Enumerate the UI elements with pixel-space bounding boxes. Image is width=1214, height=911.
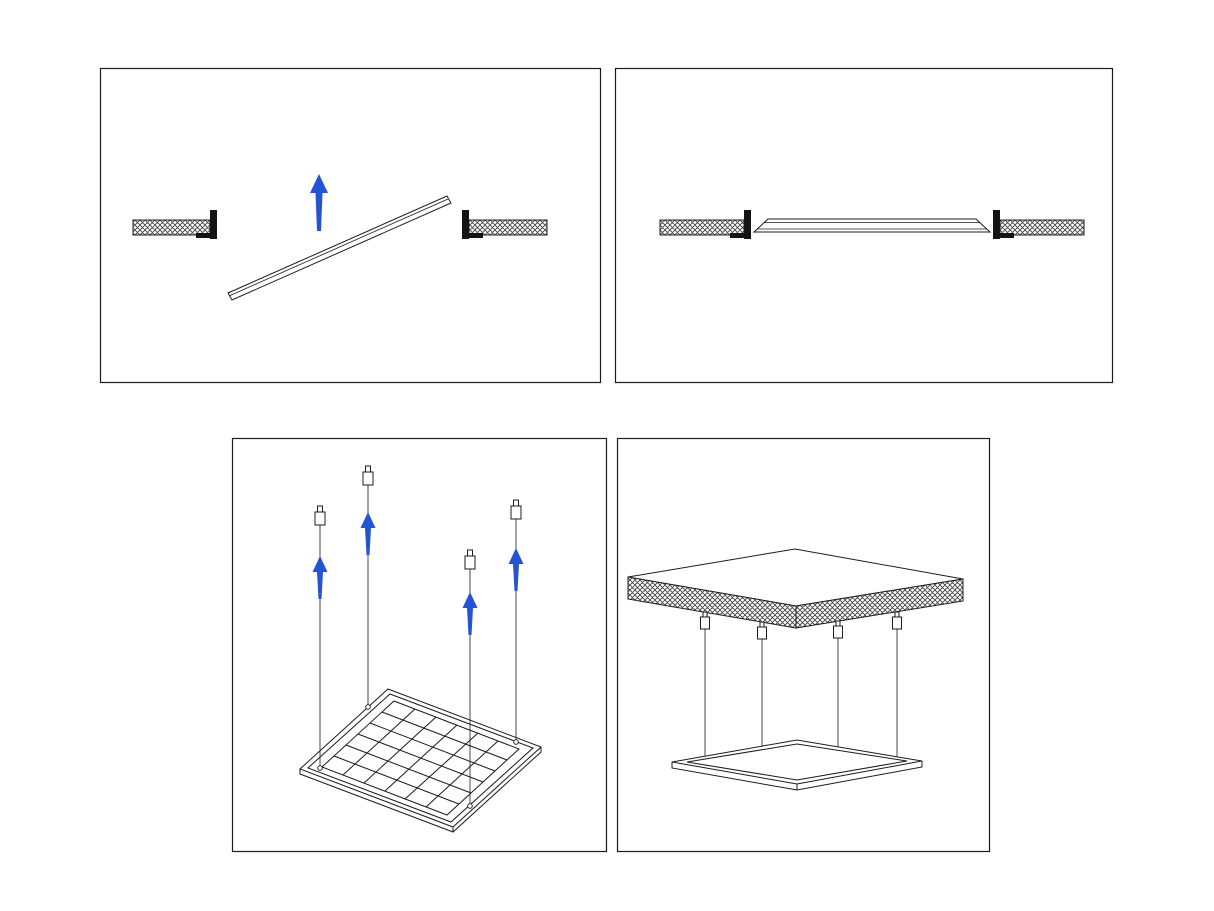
panel-border xyxy=(614,67,1114,384)
led-panel-seated xyxy=(752,218,992,233)
screw-fitting xyxy=(510,499,522,520)
wire-hanger xyxy=(700,611,710,630)
panel-border xyxy=(231,437,608,853)
up-arrow-icon xyxy=(310,174,328,231)
up-arrow-icon xyxy=(508,548,524,591)
led-panel-back xyxy=(299,688,542,833)
spring-clip-left xyxy=(730,210,751,239)
up-arrow-icon xyxy=(360,512,376,555)
led-panel-frame-line xyxy=(228,198,449,297)
ceiling-segment-left xyxy=(659,219,745,236)
screw-fitting xyxy=(314,505,326,526)
back-grid xyxy=(321,700,520,816)
screw-fitting xyxy=(464,549,476,570)
panel-border xyxy=(616,437,991,853)
wire-hanger xyxy=(892,611,902,630)
wire-hanger xyxy=(833,620,843,639)
ceiling-slab xyxy=(627,548,964,629)
panel-wire-suspension xyxy=(616,437,991,853)
up-arrow-icon xyxy=(312,556,328,599)
spring-clip-left xyxy=(196,210,217,239)
mount-holes xyxy=(317,704,519,809)
up-arrow-icon xyxy=(462,592,478,635)
spring-clip-right xyxy=(462,210,483,239)
screw-fitting xyxy=(362,465,374,486)
panel-recessed-tilt-insertion xyxy=(99,67,602,384)
panel-recessed-flush-seated xyxy=(614,67,1114,384)
spring-clip-right xyxy=(993,210,1014,239)
led-panel-tilted xyxy=(227,195,452,301)
wire-hanger xyxy=(757,621,767,640)
ceiling-segment-right xyxy=(999,219,1085,236)
ceiling-segment-left xyxy=(132,219,211,236)
led-panel-suspended xyxy=(671,739,923,791)
suspension-wires xyxy=(704,629,898,757)
panel-screw-fittings-attach xyxy=(231,437,608,853)
ceiling-segment-right xyxy=(468,219,548,236)
panel-border xyxy=(99,67,602,384)
